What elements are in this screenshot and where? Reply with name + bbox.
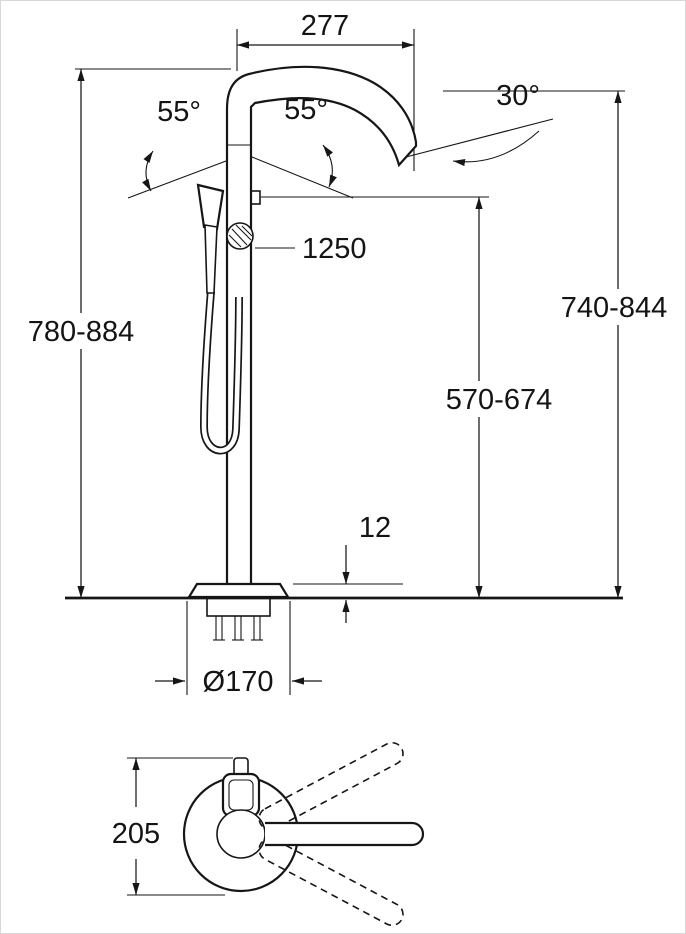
dim-spout-reach-label: 277 [301, 10, 349, 42]
dim-total-height-label: 780-884 [28, 316, 134, 348]
dim-spout-height: 740-844 [443, 90, 667, 598]
fixing-bolts [213, 616, 263, 641]
dim-holder-height: 570-674 [261, 196, 552, 598]
dim-spout-height-label: 740-844 [561, 292, 667, 324]
diverter-knob [250, 190, 261, 205]
dim-base-diameter-label: Ø170 [203, 666, 274, 698]
faucet-column-and-spout [225, 65, 418, 584]
dim-total-height: 780-884 [28, 68, 231, 598]
dim-hose-length-label: 1250 [302, 233, 367, 265]
dim-spout-reach: 277 [236, 10, 415, 171]
front-view: 277 780-884 740-844 570-674 [28, 10, 667, 698]
plan-cartridge-ring [216, 809, 266, 859]
base-and-floor [65, 582, 623, 641]
dim-footprint-depth: 205 [112, 757, 233, 896]
hand-shower [196, 183, 225, 294]
dim-base-height-label: 12 [359, 512, 391, 544]
dim-base-height: 12 [293, 512, 403, 623]
plan-shower-holder [221, 757, 261, 818]
dim-spout-angle-label: 30° [496, 80, 540, 112]
dim-footprint-depth-label: 205 [112, 818, 160, 850]
dim-lever-angle-left-label: 55° [157, 96, 201, 128]
floor-fixing-box [206, 597, 271, 617]
spout-angle-construction: 30° [405, 80, 554, 167]
plan-lever-swing-down [258, 837, 404, 927]
faucet-body [196, 65, 418, 584]
shower-hose [199, 290, 243, 455]
plan-lever-swing-up [258, 741, 404, 831]
holder-ring [226, 222, 254, 250]
dim-hose-length: 1250 [255, 233, 367, 265]
plan-lever-handle [265, 821, 425, 847]
top-view: 205 [112, 741, 425, 927]
dim-holder-height-label: 570-674 [446, 384, 552, 416]
base-plate [187, 582, 290, 599]
dim-base-diameter: Ø170 [155, 601, 322, 698]
